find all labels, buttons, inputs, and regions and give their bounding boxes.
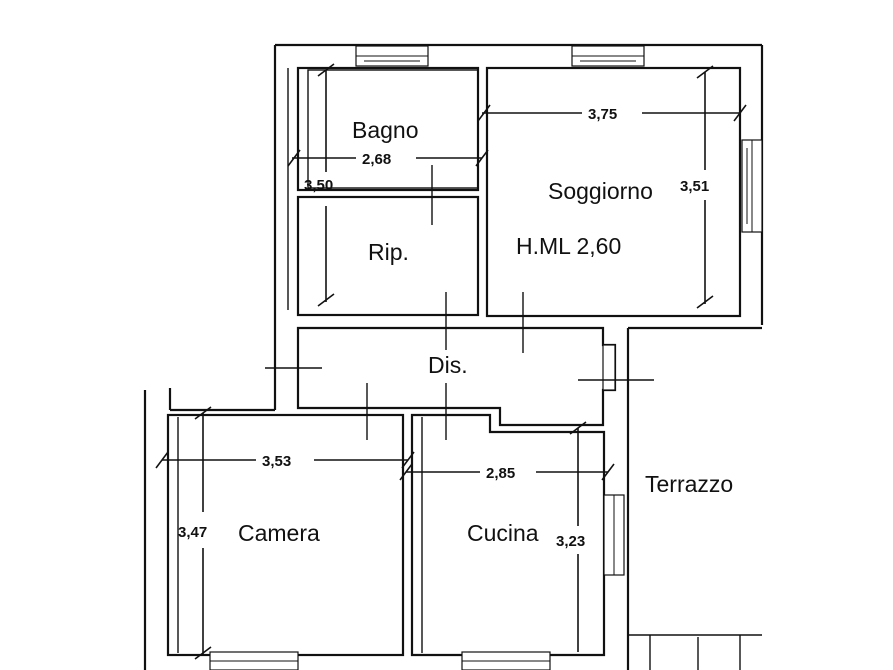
room-soggiorno xyxy=(485,66,742,318)
dim-label-soggiorno-height: 3,51 xyxy=(680,178,709,195)
door-marks xyxy=(265,165,699,670)
room-cucina xyxy=(410,413,606,657)
dim-label-bagno-height: 3,50 xyxy=(304,177,333,194)
window-right-soggiorno xyxy=(741,139,763,233)
dim-label-camera-width: 3,53 xyxy=(262,453,291,470)
label-cucina: Cucina xyxy=(467,520,539,546)
label-height: H.ML 2,60 xyxy=(516,233,621,259)
dim-soggiorno-height xyxy=(696,65,714,309)
dim-soggiorno-width xyxy=(477,104,747,122)
label-camera: Camera xyxy=(238,520,320,546)
dim-cucina-width xyxy=(399,463,615,481)
window-bottom-camera xyxy=(209,651,299,670)
dim-camera-height xyxy=(194,406,212,660)
dim-label-cucina-height: 3,23 xyxy=(556,533,585,550)
room-ripostiglio xyxy=(296,195,480,317)
label-soggiorno: Soggiorno xyxy=(548,178,653,204)
label-terrazzo: Terrazzo xyxy=(645,471,733,497)
dim-bagno-width xyxy=(287,149,489,167)
room-terrazzo xyxy=(626,326,762,670)
window-top-soggiorno xyxy=(571,45,645,67)
label-ripostiglio: Rip. xyxy=(368,239,409,265)
dim-camera-width xyxy=(155,451,415,469)
outer-walls xyxy=(143,43,764,670)
window-right-cucina xyxy=(603,494,625,576)
dim-label-cucina-width: 2,85 xyxy=(486,465,515,482)
dim-label-bagno-width: 2,68 xyxy=(362,151,391,168)
window-bottom-cucina xyxy=(461,651,551,670)
dim-label-soggiorno-width: 3,75 xyxy=(588,106,617,123)
room-bagno xyxy=(296,66,480,192)
window-top-bagno xyxy=(355,45,429,67)
window-dis-right xyxy=(602,344,616,391)
label-disimpegno: Dis. xyxy=(428,352,468,378)
dim-label-camera-height: 3,47 xyxy=(178,524,207,541)
label-bagno: Bagno xyxy=(352,117,419,143)
dim-cucina-height xyxy=(569,421,587,652)
dim-bagno-height xyxy=(317,63,335,307)
